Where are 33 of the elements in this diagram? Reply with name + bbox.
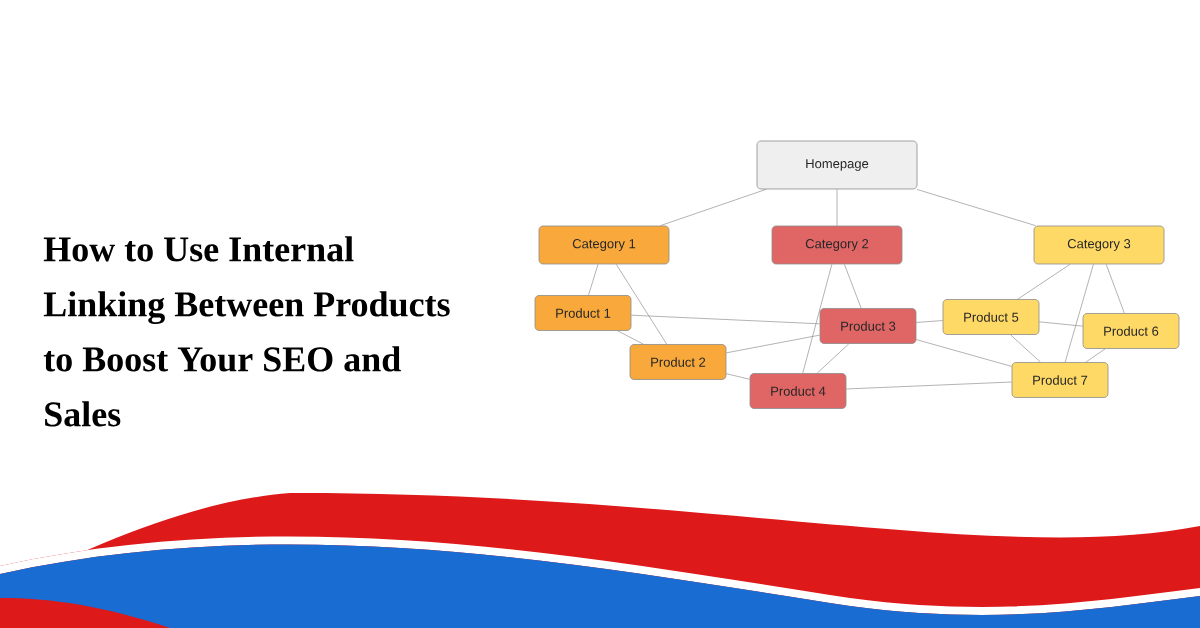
page-box: Product 7 — [1011, 362, 1109, 398]
link-line — [844, 264, 862, 309]
page-box: Product 4 — [749, 373, 847, 409]
page-box: Category 2 — [771, 225, 903, 265]
link-line — [802, 264, 833, 374]
link-line — [1017, 264, 1071, 300]
link-line — [916, 320, 943, 323]
link-line — [660, 189, 767, 226]
link-line — [726, 373, 750, 380]
link-line — [1085, 348, 1106, 363]
link-line — [1010, 334, 1041, 363]
link-line — [1039, 321, 1083, 327]
page-box: Product 6 — [1082, 313, 1180, 349]
link-line — [588, 264, 599, 296]
page-box: Product 1 — [534, 295, 632, 331]
page-box: Product 5 — [942, 299, 1040, 335]
page-box: Homepage — [756, 140, 918, 190]
link-line — [615, 264, 667, 345]
link-line — [846, 381, 1012, 390]
link-line — [836, 189, 838, 226]
link-line — [817, 343, 850, 374]
link-line — [916, 189, 1036, 226]
link-line — [916, 339, 1012, 367]
link-line — [617, 330, 644, 345]
link-line — [726, 334, 820, 354]
link-line — [1105, 264, 1125, 314]
page-box: Category 1 — [538, 225, 670, 265]
page-box: Category 3 — [1033, 225, 1165, 265]
title: How to Use Internal Linking Between Products to Boost Your SEO and Sales — [43, 236, 450, 427]
link-line — [1064, 264, 1094, 363]
page-box: Product 2 — [629, 344, 727, 380]
page-box: Product 3 — [819, 308, 917, 344]
link-line — [631, 314, 820, 325]
